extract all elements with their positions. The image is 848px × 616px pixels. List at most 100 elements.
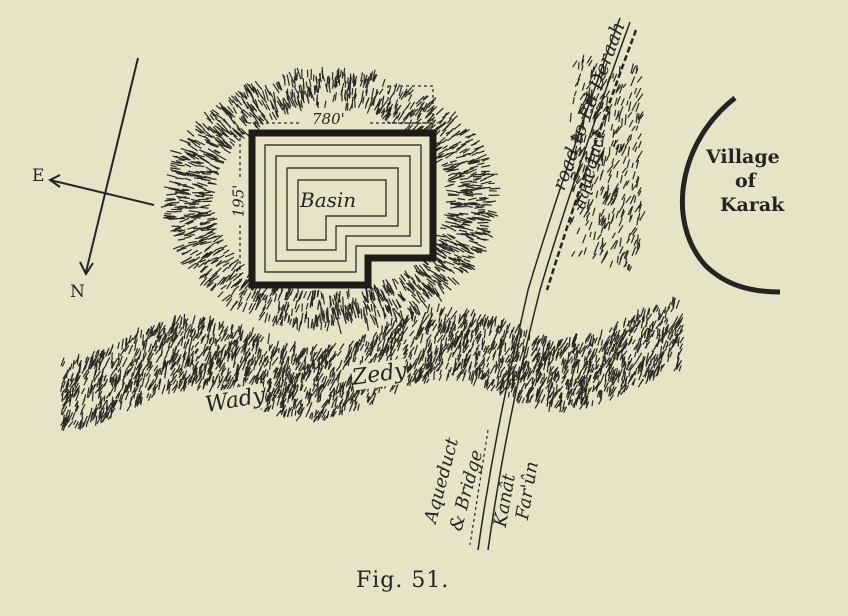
hatch-stroke	[625, 195, 632, 204]
hatch-stroke	[242, 101, 250, 110]
hatch-stroke	[202, 371, 206, 380]
hatch-stroke	[442, 167, 451, 170]
hatch-stroke	[281, 389, 287, 400]
hatch-stroke	[418, 363, 425, 371]
hatch-stroke	[506, 382, 512, 390]
hatch-stroke	[607, 109, 611, 115]
hatch-stroke	[130, 372, 133, 380]
hatch-stroke	[191, 377, 196, 387]
hatch-stroke	[292, 358, 297, 366]
hatch-stroke	[645, 317, 649, 328]
hatch-stroke	[171, 160, 182, 165]
hatch-stroke	[300, 90, 303, 100]
hatch-stroke	[60, 388, 66, 396]
hatch-stroke	[331, 298, 335, 306]
hatch-stroke	[502, 383, 505, 389]
hatch-stroke	[373, 287, 380, 298]
hatch-stroke	[137, 390, 143, 399]
hatch-stroke	[340, 391, 345, 399]
hatch-stroke	[465, 188, 475, 191]
hatch-stroke	[244, 366, 247, 374]
hatch-stroke	[429, 116, 436, 122]
hatch-stroke	[277, 294, 281, 301]
hatch-stroke	[373, 331, 378, 337]
hatch-stroke	[88, 384, 93, 394]
hatch-stroke	[626, 238, 630, 244]
hatch-stroke	[606, 96, 609, 106]
hatch-stroke	[211, 135, 218, 141]
hatch-stroke	[311, 383, 317, 392]
hatch-stroke	[222, 262, 230, 267]
hatch-stroke	[177, 238, 185, 241]
hatch-stroke	[210, 158, 220, 162]
hatch-stroke	[531, 376, 534, 385]
hatch-stroke	[472, 376, 478, 387]
hatch-stroke	[471, 246, 483, 250]
hatch-stroke	[664, 324, 669, 331]
hatch-stroke	[453, 339, 458, 348]
hatch-stroke	[300, 99, 303, 109]
hatch-stroke	[635, 319, 641, 327]
hatch-stroke	[303, 355, 307, 363]
hatch-stroke	[272, 315, 278, 327]
hatch-stroke	[404, 315, 409, 326]
hatch-stroke	[491, 315, 498, 325]
hatch-stroke	[460, 247, 468, 253]
hatch-stroke	[354, 88, 357, 99]
hatch-stroke	[616, 170, 619, 178]
hatch-stroke	[360, 90, 364, 102]
hatch-stroke	[408, 375, 413, 384]
hatch-stroke	[107, 414, 112, 420]
hatch-stroke	[600, 208, 605, 217]
hatch-stroke	[578, 390, 582, 400]
hatch-stroke	[579, 132, 583, 142]
hatch-stroke	[607, 358, 612, 365]
hatch-stroke	[640, 332, 646, 340]
hatch-stroke	[631, 371, 637, 378]
hatch-stroke	[92, 384, 96, 391]
hatch-stroke	[607, 375, 611, 382]
hatch-stroke	[579, 402, 585, 410]
hatch-stroke	[182, 356, 185, 364]
hatch-stroke	[251, 343, 256, 352]
hatch-stroke	[424, 356, 427, 367]
hatch-stroke	[546, 376, 550, 384]
hatch-stroke	[634, 314, 639, 324]
hatch-stroke	[339, 343, 345, 351]
hatch-stroke	[236, 371, 239, 382]
hatch-stroke	[552, 387, 555, 395]
hatch-stroke	[284, 383, 290, 392]
hatch-stroke	[603, 379, 607, 388]
hatch-stroke	[199, 226, 209, 231]
hatch-stroke	[619, 237, 622, 248]
hatch-stroke	[499, 373, 506, 383]
hatch-stroke	[115, 364, 118, 371]
hatch-stroke	[658, 309, 661, 315]
hatch-stroke	[453, 261, 461, 266]
hatch-stroke	[221, 105, 226, 113]
hatch-stroke	[519, 328, 522, 336]
hatch-stroke	[441, 138, 448, 144]
hatch-stroke	[175, 231, 186, 237]
hatch-stroke	[399, 310, 404, 322]
hatch-stroke	[333, 75, 338, 88]
compass-east-label: E	[32, 166, 45, 186]
hatch-stroke	[451, 277, 460, 285]
hatch-stroke	[191, 139, 201, 146]
hatch-stroke	[111, 396, 114, 407]
hatch-stroke	[658, 328, 661, 337]
hatch-stroke	[221, 294, 231, 302]
hatch-stroke	[606, 164, 614, 173]
hatch-stroke	[158, 379, 162, 391]
hatch-stroke	[601, 136, 604, 147]
hatch-stroke	[593, 108, 599, 118]
hatch-stroke	[240, 329, 244, 341]
hatch-stroke	[377, 297, 383, 309]
hatch-stroke	[99, 376, 103, 384]
hatch-stroke	[194, 341, 200, 348]
hatch-stroke	[483, 328, 486, 339]
hatch-stroke	[612, 194, 618, 205]
hatch-stroke	[534, 399, 541, 409]
hatch-stroke	[344, 80, 347, 88]
hatch-stroke	[524, 329, 528, 338]
